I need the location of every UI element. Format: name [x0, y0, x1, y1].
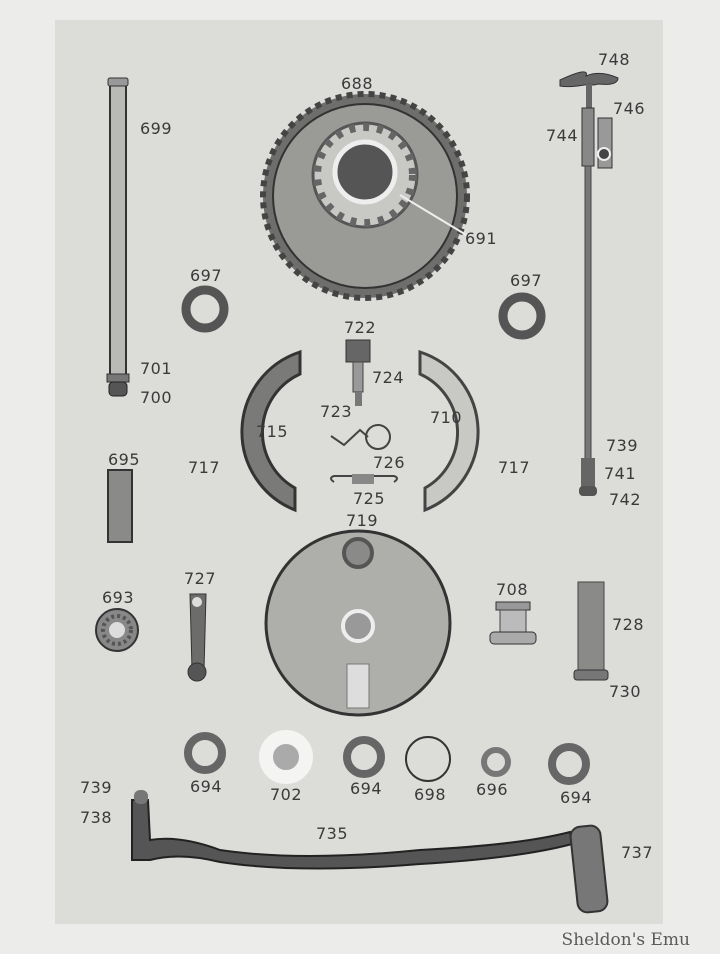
- part-label-697a: 697: [190, 266, 223, 285]
- washer-697-right: [498, 292, 546, 340]
- part-label-700: 700: [140, 388, 173, 407]
- part-label-744: 744: [546, 126, 579, 145]
- part-label-746: 746: [613, 99, 646, 118]
- spring-725: [330, 474, 398, 484]
- part-label-728: 728: [612, 615, 645, 634]
- part-label-724: 724: [372, 368, 405, 387]
- part-label-723: 723: [320, 402, 353, 421]
- washer-697-left: [181, 285, 229, 333]
- washer-694-a: [184, 732, 226, 774]
- part-label-693: 693: [102, 588, 135, 607]
- part-label-719: 719: [346, 511, 379, 530]
- brake-lever-727: [187, 593, 207, 682]
- part-label-748: 748: [598, 50, 631, 69]
- part-label-694b: 694: [350, 779, 383, 798]
- brake-cam-722: [345, 339, 371, 406]
- part-label-737: 737: [621, 843, 654, 862]
- washer-702: [259, 730, 313, 784]
- part-label-725: 725: [353, 489, 386, 508]
- part-label-730: 730: [609, 682, 642, 701]
- part-label-742: 742: [609, 490, 642, 509]
- spacer-695: [107, 469, 133, 543]
- part-label-710: 710: [430, 408, 463, 427]
- circlip-698: [405, 736, 451, 782]
- part-label-696: 696: [476, 780, 509, 799]
- part-label-741: 741: [604, 464, 637, 483]
- washer-696: [481, 747, 511, 777]
- part-label-739: 739: [80, 778, 113, 797]
- part-label-727: 727: [184, 569, 217, 588]
- part-label-739r: 739: [606, 436, 639, 455]
- part-label-708: 708: [496, 580, 529, 599]
- part-label-717a: 717: [188, 458, 221, 477]
- watermark: Sheldon's Emu: [561, 930, 690, 950]
- part-label-717b: 717: [498, 458, 531, 477]
- spring-726: [330, 424, 391, 450]
- part-label-715: 715: [256, 422, 289, 441]
- part-label-735: 735: [316, 824, 349, 843]
- brake-rod-748: [559, 71, 619, 496]
- washer-694-c: [548, 743, 590, 785]
- part-label-726: 726: [373, 453, 406, 472]
- part-label-738: 738: [80, 808, 113, 827]
- sprocket-688: [260, 91, 470, 301]
- part-label-701: 701: [140, 359, 173, 378]
- part-label-694c: 694: [560, 788, 593, 807]
- part-label-722: 722: [344, 318, 377, 337]
- part-label-699: 699: [140, 119, 173, 138]
- part-label-688: 688: [341, 74, 374, 93]
- brake-shoe-715: [240, 349, 302, 513]
- washer-694-b: [343, 736, 385, 778]
- axle-spindle-699: [106, 77, 130, 397]
- brake-plate-719: [264, 529, 452, 717]
- part-label-697b: 697: [510, 271, 543, 290]
- part-label-694a: 694: [190, 777, 223, 796]
- part-label-691: 691: [465, 229, 498, 248]
- kickstart-lever-735: [131, 790, 609, 914]
- bush-708: [489, 601, 537, 645]
- brake-shoe-710: [418, 349, 480, 513]
- sleeve-728: [573, 581, 609, 681]
- bearing-693: [95, 608, 139, 652]
- part-label-695: 695: [108, 450, 141, 469]
- part-label-698: 698: [414, 785, 447, 804]
- part-label-702: 702: [270, 785, 303, 804]
